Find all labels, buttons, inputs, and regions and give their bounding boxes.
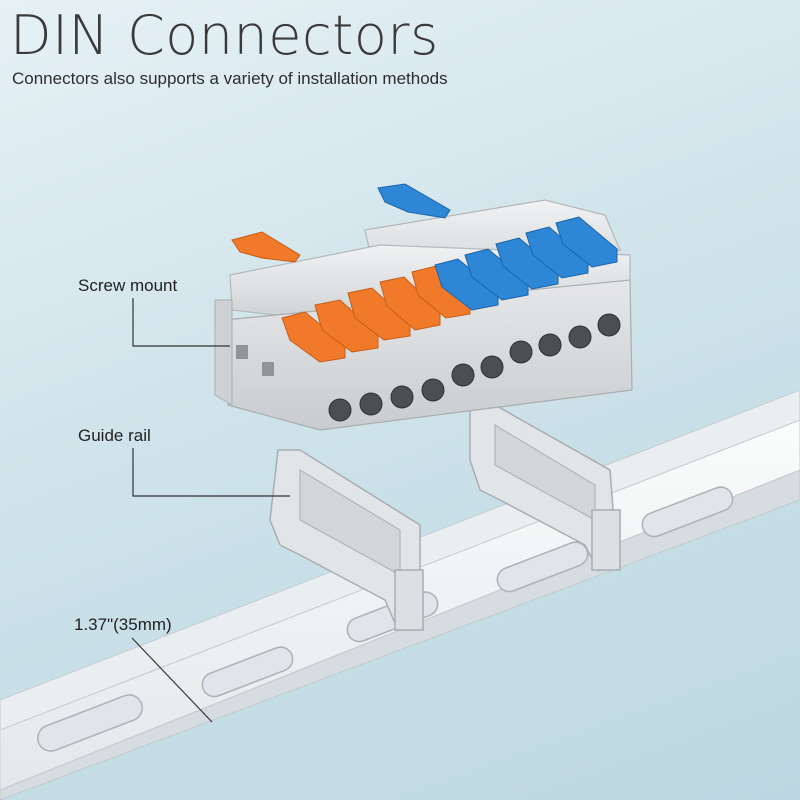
guide-rail-bracket-back — [469, 404, 621, 573]
terminal-block-connector — [214, 183, 633, 431]
page-title: DIN Connectors — [10, 4, 439, 67]
rail-width-label: 1.37"(35mm) — [74, 615, 172, 634]
screw-mount-label: Screw mount — [78, 276, 178, 295]
page-subtitle: Connectors also supports a variety of in… — [12, 69, 448, 88]
guide-rail-bracket-front — [269, 449, 424, 631]
guide-rail-label: Guide rail — [78, 426, 151, 445]
callout-lines — [131, 298, 290, 723]
